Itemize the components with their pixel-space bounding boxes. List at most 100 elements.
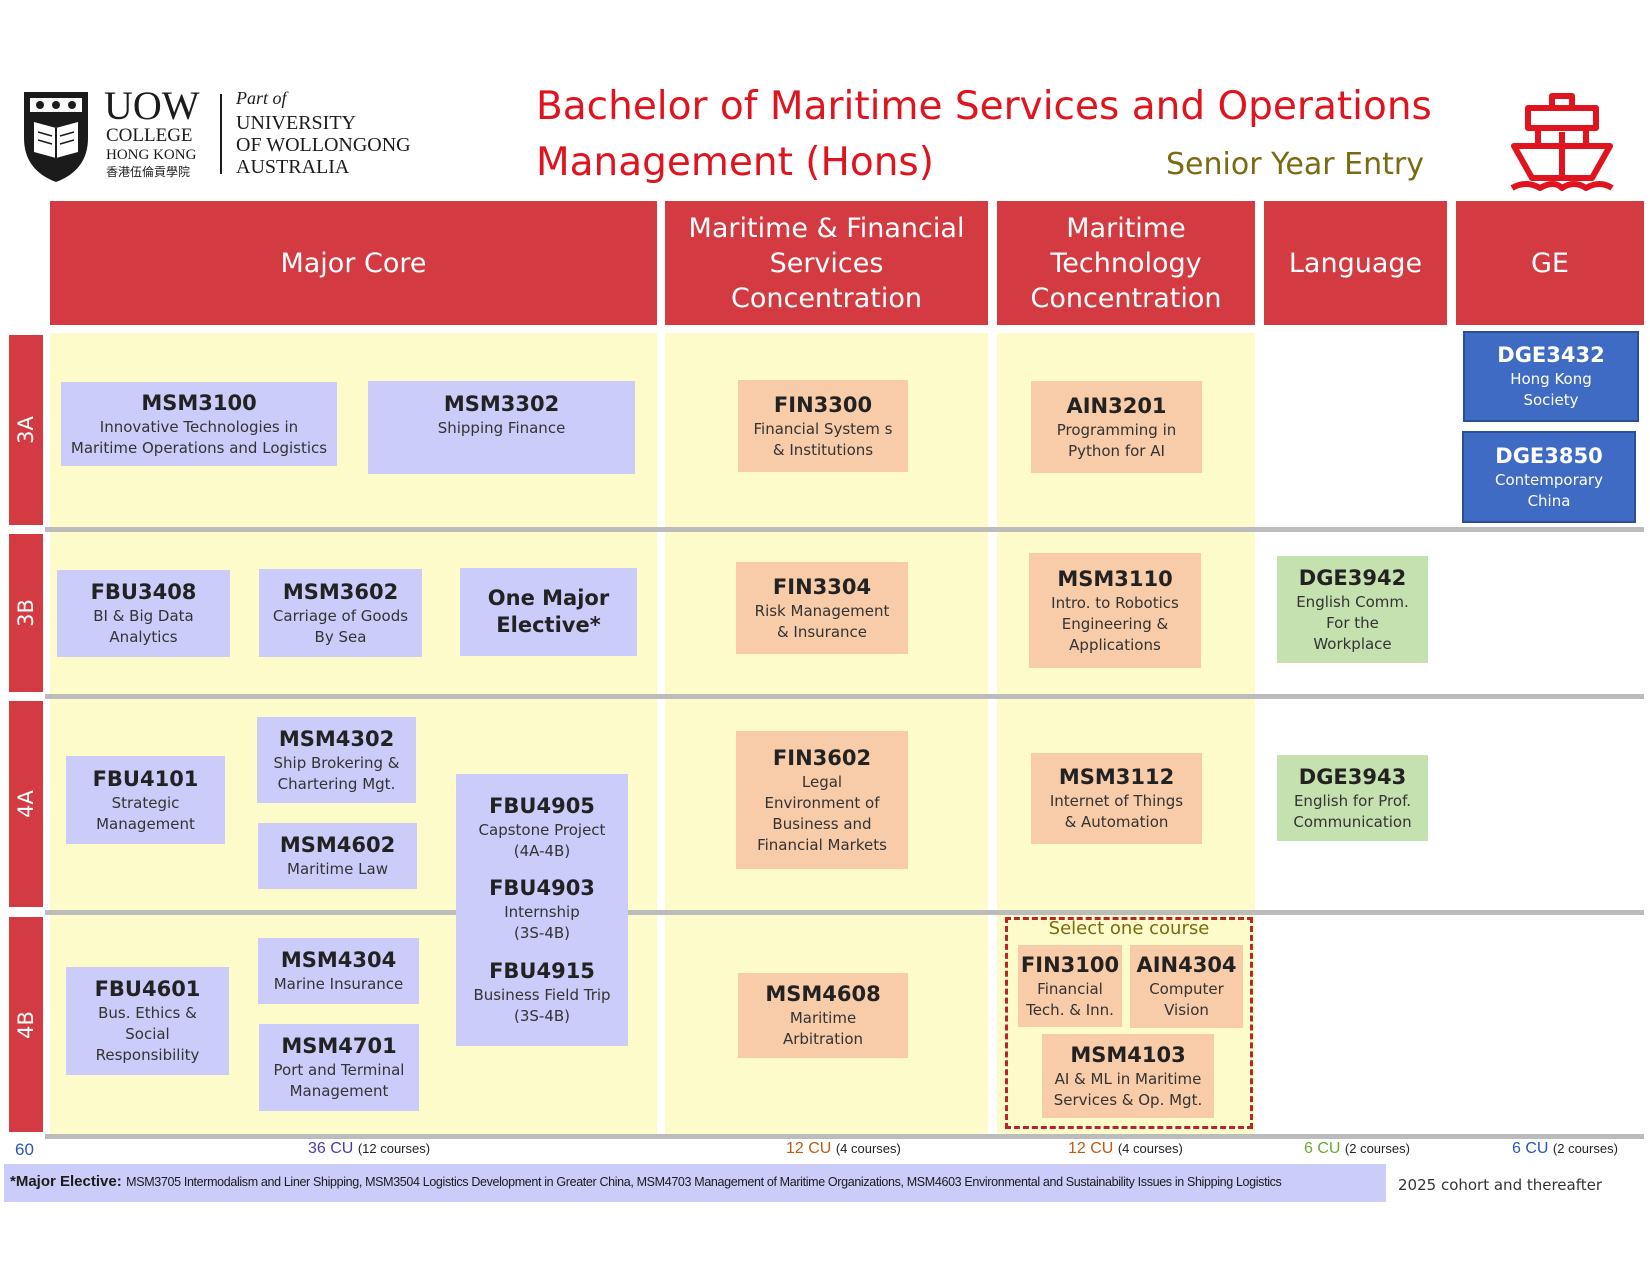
course-msm3110[interactable]: MSM3110 Intro. to Robotics Engineering &… (1029, 553, 1201, 668)
course-code: FIN3300 (773, 392, 873, 417)
course-desc: Financial Tech. & Inn. (1026, 979, 1114, 1019)
course-msm4602[interactable]: MSM4602 Maritime Law (258, 823, 417, 889)
course-code: AIN3201 (1066, 393, 1167, 418)
course-desc: Internet of Things & Automation (1049, 792, 1184, 831)
footer-mt: 12 CU (4 courses) (1068, 1140, 1183, 1158)
course-code: DGE3432 (1497, 343, 1605, 367)
course-msm3602[interactable]: MSM3602 Carriage of Goods By Sea (259, 569, 422, 657)
ship-icon (1510, 93, 1614, 191)
course-desc: Marine Insurance (273, 975, 404, 993)
elective-note-text: MSM3705 Intermodalism and Liner Shipping… (126, 1175, 1282, 1189)
logo-chinese: 香港伍倫貢學院 (106, 165, 191, 179)
course-code: MSM3112 (1058, 765, 1175, 789)
course-code: DGE3850 (1495, 443, 1603, 468)
footer-language: 6 CU (2 courses) (1304, 1140, 1410, 1158)
logo-hongkong: HONG KONG (106, 147, 197, 163)
course-code: FBU4601 (94, 977, 201, 1001)
footer-mfs: 12 CU (4 courses) (786, 1140, 901, 1158)
course-dge3942[interactable]: DGE3942 English Comm. For the Workplace (1277, 556, 1428, 663)
course-code: MSM4602 (279, 833, 396, 857)
course-fin3602[interactable]: FIN3602 Legal Environment of Business an… (736, 731, 908, 869)
course-desc: Bus. Ethics & Social Responsibility (95, 1004, 200, 1064)
course-desc: Risk Management & Insurance (754, 601, 890, 641)
course-code: MSM3110 (1057, 566, 1173, 591)
course-ain3201[interactable]: AIN3201 Programming in Python for AI (1031, 381, 1202, 473)
logo-divider (220, 94, 222, 174)
course-code: MSM4608 (765, 982, 881, 1006)
elective-label: One Major Elective* (487, 586, 610, 637)
select-one-label: Select one course (1048, 918, 1210, 939)
elective-note-label: *Major Elective: (10, 1173, 122, 1190)
course-code: MSM3602 (282, 579, 399, 604)
course-msm3100[interactable]: MSM3100 Innovative Technologies in Marit… (61, 382, 337, 466)
course-code: MSM4701 (281, 1034, 397, 1058)
course-code: MSM4103 (1070, 1042, 1186, 1067)
course-dge3432[interactable]: DGE3432 Hong Kong Society (1463, 331, 1639, 422)
footer-mt-cu: 12 CU (1068, 1140, 1114, 1157)
course-desc: BI & Big Data Analytics (93, 607, 194, 646)
course-msm4608[interactable]: MSM4608 Maritime Arbitration (738, 973, 908, 1058)
footer-mfs-cu: 12 CU (786, 1140, 832, 1157)
major-elective[interactable]: One Major Elective* (460, 568, 637, 656)
course-fbu4101[interactable]: FBU4101 Strategic Management (66, 756, 225, 844)
footer-mt-count: (4 courses) (1117, 1141, 1183, 1156)
course-msm4304[interactable]: MSM4304 Marine Insurance (258, 938, 419, 1004)
course-code: MSM3302 (443, 392, 560, 416)
course-msm4302[interactable]: MSM4302 Ship Brokering & Chartering Mgt. (257, 717, 416, 803)
footer-ge-count: (2 courses) (1552, 1141, 1618, 1156)
course-ain4304[interactable]: AIN4304 Computer Vision (1130, 945, 1243, 1028)
footer-language-cu: 6 CU (1304, 1140, 1341, 1157)
course-dge3850[interactable]: DGE3850 Contemporary China (1462, 431, 1636, 523)
course-fbu4905[interactable]: FBU4905 Capstone Project (4A-4B) (479, 793, 606, 862)
row-separator (45, 527, 1644, 532)
crest-icon (24, 92, 88, 182)
course-desc: AI & ML in Maritime Services & Op. Mgt. (1053, 1069, 1203, 1109)
course-desc: Strategic Management (96, 793, 195, 833)
course-code: FIN3602 (772, 745, 872, 770)
course-msm3302[interactable]: MSM3302 Shipping Finance (368, 381, 635, 474)
course-desc: Legal Environment of Business and Financ… (757, 772, 887, 854)
header-mfs-concentration: Maritime & Financial Services Concentrat… (665, 201, 988, 325)
course-msm4103[interactable]: MSM4103 AI & ML in Maritime Services & O… (1042, 1034, 1214, 1118)
course-desc: Port and Terminal Management (273, 1061, 405, 1100)
row-label-4a-text: 4A (13, 790, 38, 818)
course-code: MSM4302 (278, 726, 395, 751)
course-fbu4903[interactable]: FBU4903 Internship (3S-4B) (489, 875, 595, 944)
course-desc: English Comm. For the Workplace (1296, 592, 1409, 653)
course-fbu4601[interactable]: FBU4601 Bus. Ethics & Social Responsibil… (66, 967, 229, 1075)
course-desc: Internship (3S-4B) (504, 903, 580, 943)
course-desc: Financial System s & Institutions (753, 419, 893, 459)
course-desc: Contemporary China (1495, 470, 1603, 510)
course-code: AIN4304 (1136, 953, 1237, 977)
course-fbu4915[interactable]: FBU4915 Business Field Trip (3S-4B) (473, 958, 610, 1027)
course-code: DGE3942 (1298, 565, 1407, 590)
row-label-3a: 3A (9, 335, 43, 525)
header-mt-concentration: Maritime Technology Concentration (997, 201, 1255, 325)
row-label-3b: 3B (9, 534, 43, 692)
course-fin3300[interactable]: FIN3300 Financial System s & Institution… (738, 380, 908, 472)
course-msm4701[interactable]: MSM4701 Port and Terminal Management (259, 1024, 419, 1111)
course-desc: Capstone Project (4A-4B) (478, 820, 606, 860)
course-desc: Hong Kong Society (1510, 370, 1592, 409)
course-fin3304[interactable]: FIN3304 Risk Management & Insurance (736, 562, 908, 654)
course-desc: Computer Vision (1149, 980, 1224, 1019)
page-title-line2: Management (Hons) (536, 140, 934, 185)
course-desc: Ship Brokering & Chartering Mgt. (273, 753, 400, 793)
footer-major-count: (12 courses) (357, 1141, 431, 1156)
logo-university-1: UNIVERSITY (236, 112, 356, 134)
course-fin3100[interactable]: FIN3100 Financial Tech. & Inn. (1018, 945, 1122, 1027)
select-one-group (1005, 917, 1253, 1129)
course-desc: Shipping Finance (437, 419, 566, 437)
course-code: FBU4905 (489, 793, 595, 818)
course-code: MSM3100 (141, 390, 257, 415)
course-msm3112[interactable]: MSM3112 Internet of Things & Automation (1031, 753, 1202, 844)
logo-uow: UOW (104, 83, 200, 128)
logo-college: COLLEGE (106, 125, 193, 146)
course-fbu3408[interactable]: FBU3408 BI & Big Data Analytics (57, 570, 230, 657)
course-dge3943[interactable]: DGE3943 English for Prof. Communication (1277, 755, 1428, 841)
course-desc: Carriage of Goods By Sea (272, 606, 409, 646)
footer-mfs-count: (4 courses) (835, 1141, 901, 1156)
page-title-line1: Bachelor of Maritime Services and Operat… (536, 84, 1432, 129)
page-subtitle: Senior Year Entry (1166, 147, 1424, 182)
header-major-core: Major Core (50, 201, 657, 325)
